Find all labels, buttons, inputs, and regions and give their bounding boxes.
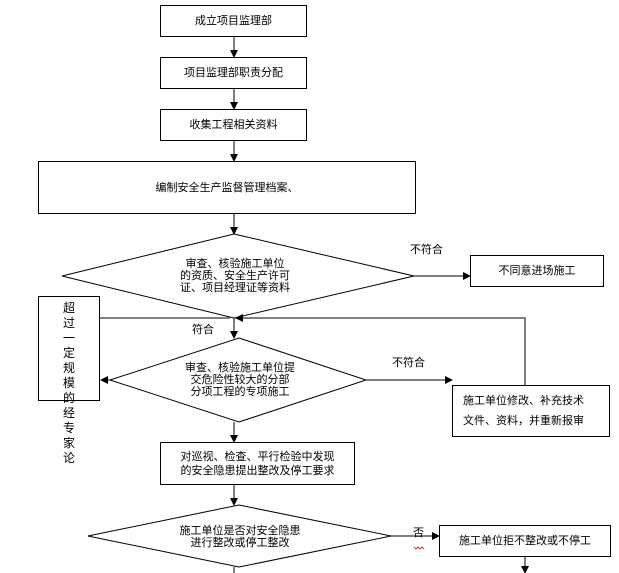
step-refuse-rectify: 施工单位拒不整改或不停工 [439, 525, 611, 557]
decision-1-line-2: 的资质、安全生产许可 [180, 269, 290, 282]
step-revise-resubmit: 施工单位修改、补充技术 文件、资料，并重新报审 [452, 385, 610, 437]
step-assign-duties-text: 项目监理部职责分配 [184, 66, 283, 79]
decision-3-line-2: 进行整改或停工整改 [190, 536, 290, 549]
step-compile-archive-text: 编制安全生产监督管理档案、 [155, 180, 299, 194]
step-collect-materials: 收集工程相关资料 [160, 109, 307, 141]
decision-diamond-2 [108, 337, 368, 423]
decision-2-text: 审查、核验施工单位提 交危险性较大的分部 分项工程的专项施工 [175, 362, 305, 398]
revise-line-2: 文件、资料，并重新报审 [463, 414, 584, 427]
decision-2-line-1: 审查、核验施工单位提 [185, 361, 295, 374]
revise-line-1: 施工单位修改、补充技术 [463, 394, 584, 407]
step-refuse-rectify-text: 施工单位拒不整改或不停工 [459, 534, 591, 547]
step-reject-entry-text: 不同意进场施工 [498, 264, 576, 277]
step-collect-materials-text: 收集工程相关资料 [189, 118, 278, 131]
step-establish-dept: 成立项目监理部 [160, 5, 307, 37]
expert-review-text: 超过一定规模的经专家论 [62, 301, 75, 465]
decision-3-line-1: 施工单位是否对安全隐患 [179, 524, 301, 537]
step-establish-dept-text: 成立项目监理部 [195, 14, 272, 27]
decision-1-line-3: 证、项目经理证等资料 [180, 281, 290, 294]
decision-2-line-2: 交危险性较大的分部 [190, 373, 290, 386]
label-no: 否 [413, 526, 424, 539]
step-assign-duties: 项目监理部职责分配 [160, 57, 307, 89]
feedback-line-revise [235, 314, 526, 385]
label-not-comply-1: 不符合 [410, 243, 443, 256]
label-not-comply-2: 不符合 [392, 356, 425, 369]
decision-2-line-3: 分项工程的专项施工 [190, 385, 290, 398]
decision-1-text: 审查、核验施工单位 的资质、安全生产许可 证、项目经理证等资料 [160, 258, 310, 294]
step-rectification-request: 对巡视、检查、平行检验中发现 的安全隐患提出整改及停工要求 [160, 442, 355, 485]
expert-review-box: 超过一定规模的经专家论 [38, 296, 100, 465]
spellcheck-squiggle [413, 546, 425, 550]
label-comply: 符合 [192, 323, 214, 336]
decision-1-line-1: 审查、核验施工单位 [185, 257, 285, 270]
decision-diamond-3 [87, 504, 392, 568]
rectification-line-2: 的安全隐患提出整改及停工要求 [180, 463, 335, 477]
rectification-line-1: 对巡视、检查、平行检验中发现 [180, 449, 335, 463]
decision-3-text: 施工单位是否对安全隐患 进行整改或停工整改 [165, 525, 315, 549]
step-reject-entry: 不同意进场施工 [470, 255, 604, 287]
step-compile-archive: 编制安全生产监督管理档案、 [38, 161, 416, 214]
